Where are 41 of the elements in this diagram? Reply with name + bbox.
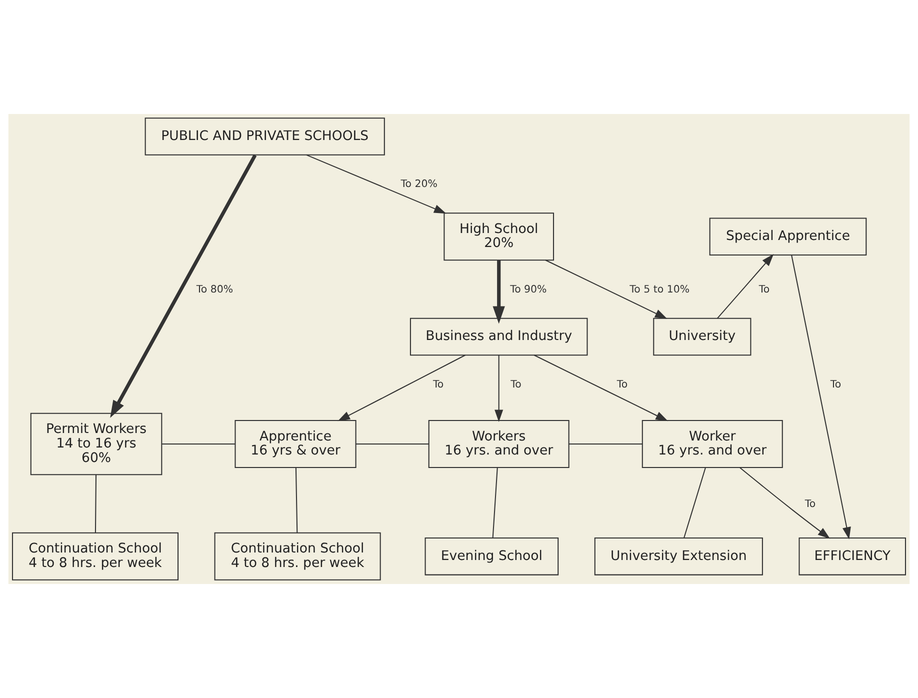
edge-label: To 5 to 10% — [630, 284, 690, 296]
arrow — [338, 354, 466, 422]
connector — [492, 468, 498, 538]
node-box: Evening School — [424, 538, 559, 576]
edge-label: To 90% — [510, 284, 547, 296]
node-box: Workers 16 yrs. and over — [428, 420, 570, 468]
arrow — [306, 154, 446, 214]
edge-label: To — [830, 379, 842, 390]
node-box: EFFICIENCY — [798, 538, 906, 576]
node-box: Business and Industry — [410, 318, 588, 356]
edge-label: To 20% — [400, 179, 438, 190]
edge-label: To — [616, 379, 628, 390]
connector — [684, 468, 706, 538]
node-box: University — [653, 318, 752, 356]
arrow — [717, 254, 774, 319]
node-box: Special Apprentice — [709, 218, 867, 256]
node-box: High School 20% — [444, 212, 554, 261]
edge-label: To 80% — [196, 284, 234, 296]
arrow — [110, 154, 257, 418]
edge-label: To — [758, 284, 770, 296]
arrow — [545, 260, 668, 319]
node-box: Worker 16 yrs. and over — [642, 420, 783, 468]
edge-label: To — [432, 379, 444, 390]
arrow — [534, 354, 668, 422]
node-box: Permit Workers 14 to 16 yrs 60% — [30, 412, 162, 476]
connector — [162, 444, 236, 445]
edge-label: To — [510, 379, 522, 390]
node-box: Continuation School 4 to 8 hrs. per week — [12, 532, 179, 580]
node-box: PUBLIC AND PRIVATE SCHOOLS — [144, 118, 385, 156]
connector — [295, 468, 298, 533]
node-box: University Extension — [594, 538, 763, 576]
arrow — [492, 260, 505, 324]
arrow — [740, 467, 830, 539]
arrow — [494, 355, 504, 422]
connector — [94, 474, 97, 533]
node-box: Continuation School 4 to 8 hrs. per week — [214, 532, 381, 580]
edge-label: To — [804, 498, 816, 510]
connector — [356, 444, 429, 445]
connector — [568, 444, 642, 445]
node-box: Apprentice 16 yrs & over — [234, 420, 356, 468]
arrow — [791, 255, 851, 540]
